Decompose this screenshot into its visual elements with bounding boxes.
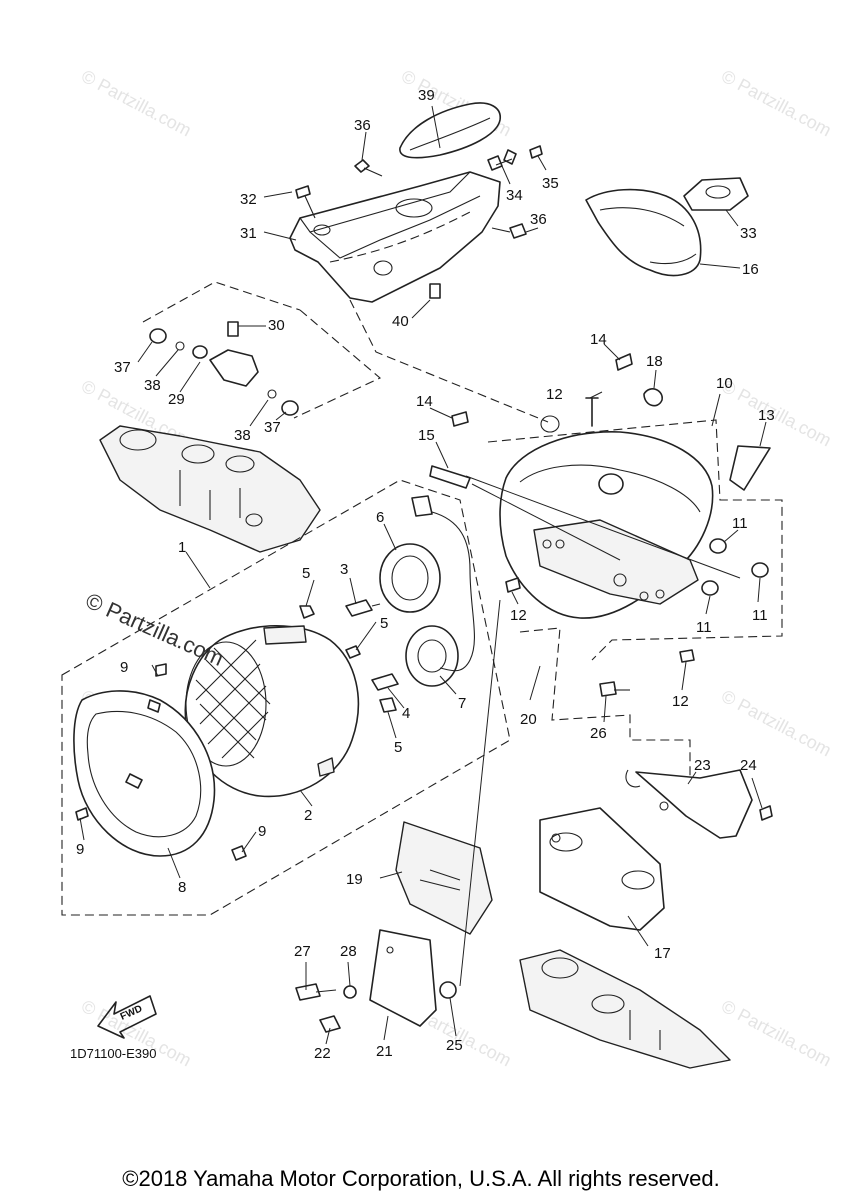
part-6-7-bulb — [379, 495, 475, 687]
callout-4: 4 — [402, 705, 410, 722]
callout-6: 6 — [376, 509, 384, 526]
callout-layer: 39 36 32 31 34 35 36 33 16 30 40 37 38 2… — [76, 87, 775, 1062]
callout-5: 5 — [302, 565, 310, 582]
watermark-tile: © Partzilla.com — [718, 66, 834, 141]
callout-15: 15 — [418, 427, 435, 444]
callout-26: 26 — [590, 725, 607, 742]
part-17-bracket — [539, 807, 665, 931]
watermark-tile: © Partzilla.com — [718, 686, 834, 761]
part-3-4-5 — [299, 599, 399, 713]
callout-37: 37 — [114, 359, 131, 376]
callout-22: 22 — [314, 1045, 331, 1062]
callout-3: 3 — [340, 561, 348, 578]
callout-37b: 37 — [264, 419, 281, 436]
callout-11: 11 — [732, 515, 748, 532]
leader-lines — [79, 105, 767, 1045]
callout-35: 35 — [542, 175, 559, 192]
callout-1: 1 — [178, 539, 186, 556]
callout-5c: 5 — [394, 739, 402, 756]
callout-12b: 12 — [510, 607, 527, 624]
callout-38b: 38 — [234, 427, 251, 444]
triple-clamp-lower — [519, 949, 731, 1069]
group-outlines — [61, 281, 783, 916]
callout-11b: 11 — [752, 607, 768, 624]
watermark-tile: © Partzilla.com — [718, 376, 834, 451]
callout-14b: 14 — [416, 393, 433, 410]
callout-28: 28 — [340, 943, 357, 960]
callout-5b: 5 — [380, 615, 388, 632]
callout-40: 40 — [392, 313, 409, 330]
part-23-24-bracket — [625, 769, 773, 839]
callout-17: 17 — [654, 945, 671, 962]
callout-20: 20 — [520, 711, 537, 728]
callout-39: 39 — [418, 87, 435, 104]
part-16-33-housing — [585, 177, 749, 277]
part-21-bracket — [295, 929, 457, 1033]
callout-19: 19 — [346, 871, 363, 888]
callout-14: 14 — [590, 331, 607, 348]
watermark-main: © Partzilla.com — [82, 588, 228, 671]
part-31-panel — [289, 171, 501, 303]
callout-11c: 11 — [696, 619, 712, 636]
callout-25: 25 — [446, 1037, 463, 1054]
callout-8: 8 — [178, 879, 186, 896]
callout-12: 12 — [546, 386, 563, 403]
copyright-text: ©2018 Yamaha Motor Corporation, U.S.A. A… — [122, 1166, 719, 1191]
callout-13: 13 — [758, 407, 775, 424]
callout-36b: 36 — [530, 211, 547, 228]
callout-34: 34 — [506, 187, 523, 204]
watermark-tile: © Partzilla.com — [718, 996, 834, 1071]
callout-38: 38 — [144, 377, 161, 394]
callout-23: 23 — [694, 757, 711, 774]
callout-2: 2 — [304, 807, 312, 824]
part-29-bracket — [149, 321, 299, 416]
callout-9: 9 — [120, 659, 128, 676]
callout-36: 36 — [354, 117, 371, 134]
callout-18: 18 — [646, 353, 663, 370]
callout-27: 27 — [294, 943, 311, 960]
callout-7: 7 — [458, 695, 466, 712]
part-2-headlight — [184, 624, 360, 798]
callout-9c: 9 — [258, 823, 266, 840]
callout-10: 10 — [716, 375, 733, 392]
diagram-code: 1D71100-E390 — [70, 1046, 157, 1061]
watermark-tile: © Partzilla.com — [78, 66, 194, 141]
callout-32: 32 — [240, 191, 257, 208]
callout-33: 33 — [740, 225, 757, 242]
part-10-housing — [429, 353, 771, 697]
callout-12c: 12 — [672, 693, 689, 710]
triple-clamp-upper — [99, 425, 321, 553]
part-39-cover — [399, 102, 501, 159]
callout-9b: 9 — [76, 841, 84, 858]
callout-31: 31 — [240, 225, 257, 242]
part-19-cover — [395, 821, 493, 935]
screws-top — [295, 145, 543, 299]
callout-30: 30 — [268, 317, 285, 334]
callout-24: 24 — [740, 757, 757, 774]
callout-21: 21 — [376, 1043, 393, 1060]
callout-16: 16 — [742, 261, 759, 278]
callout-29: 29 — [168, 391, 185, 408]
